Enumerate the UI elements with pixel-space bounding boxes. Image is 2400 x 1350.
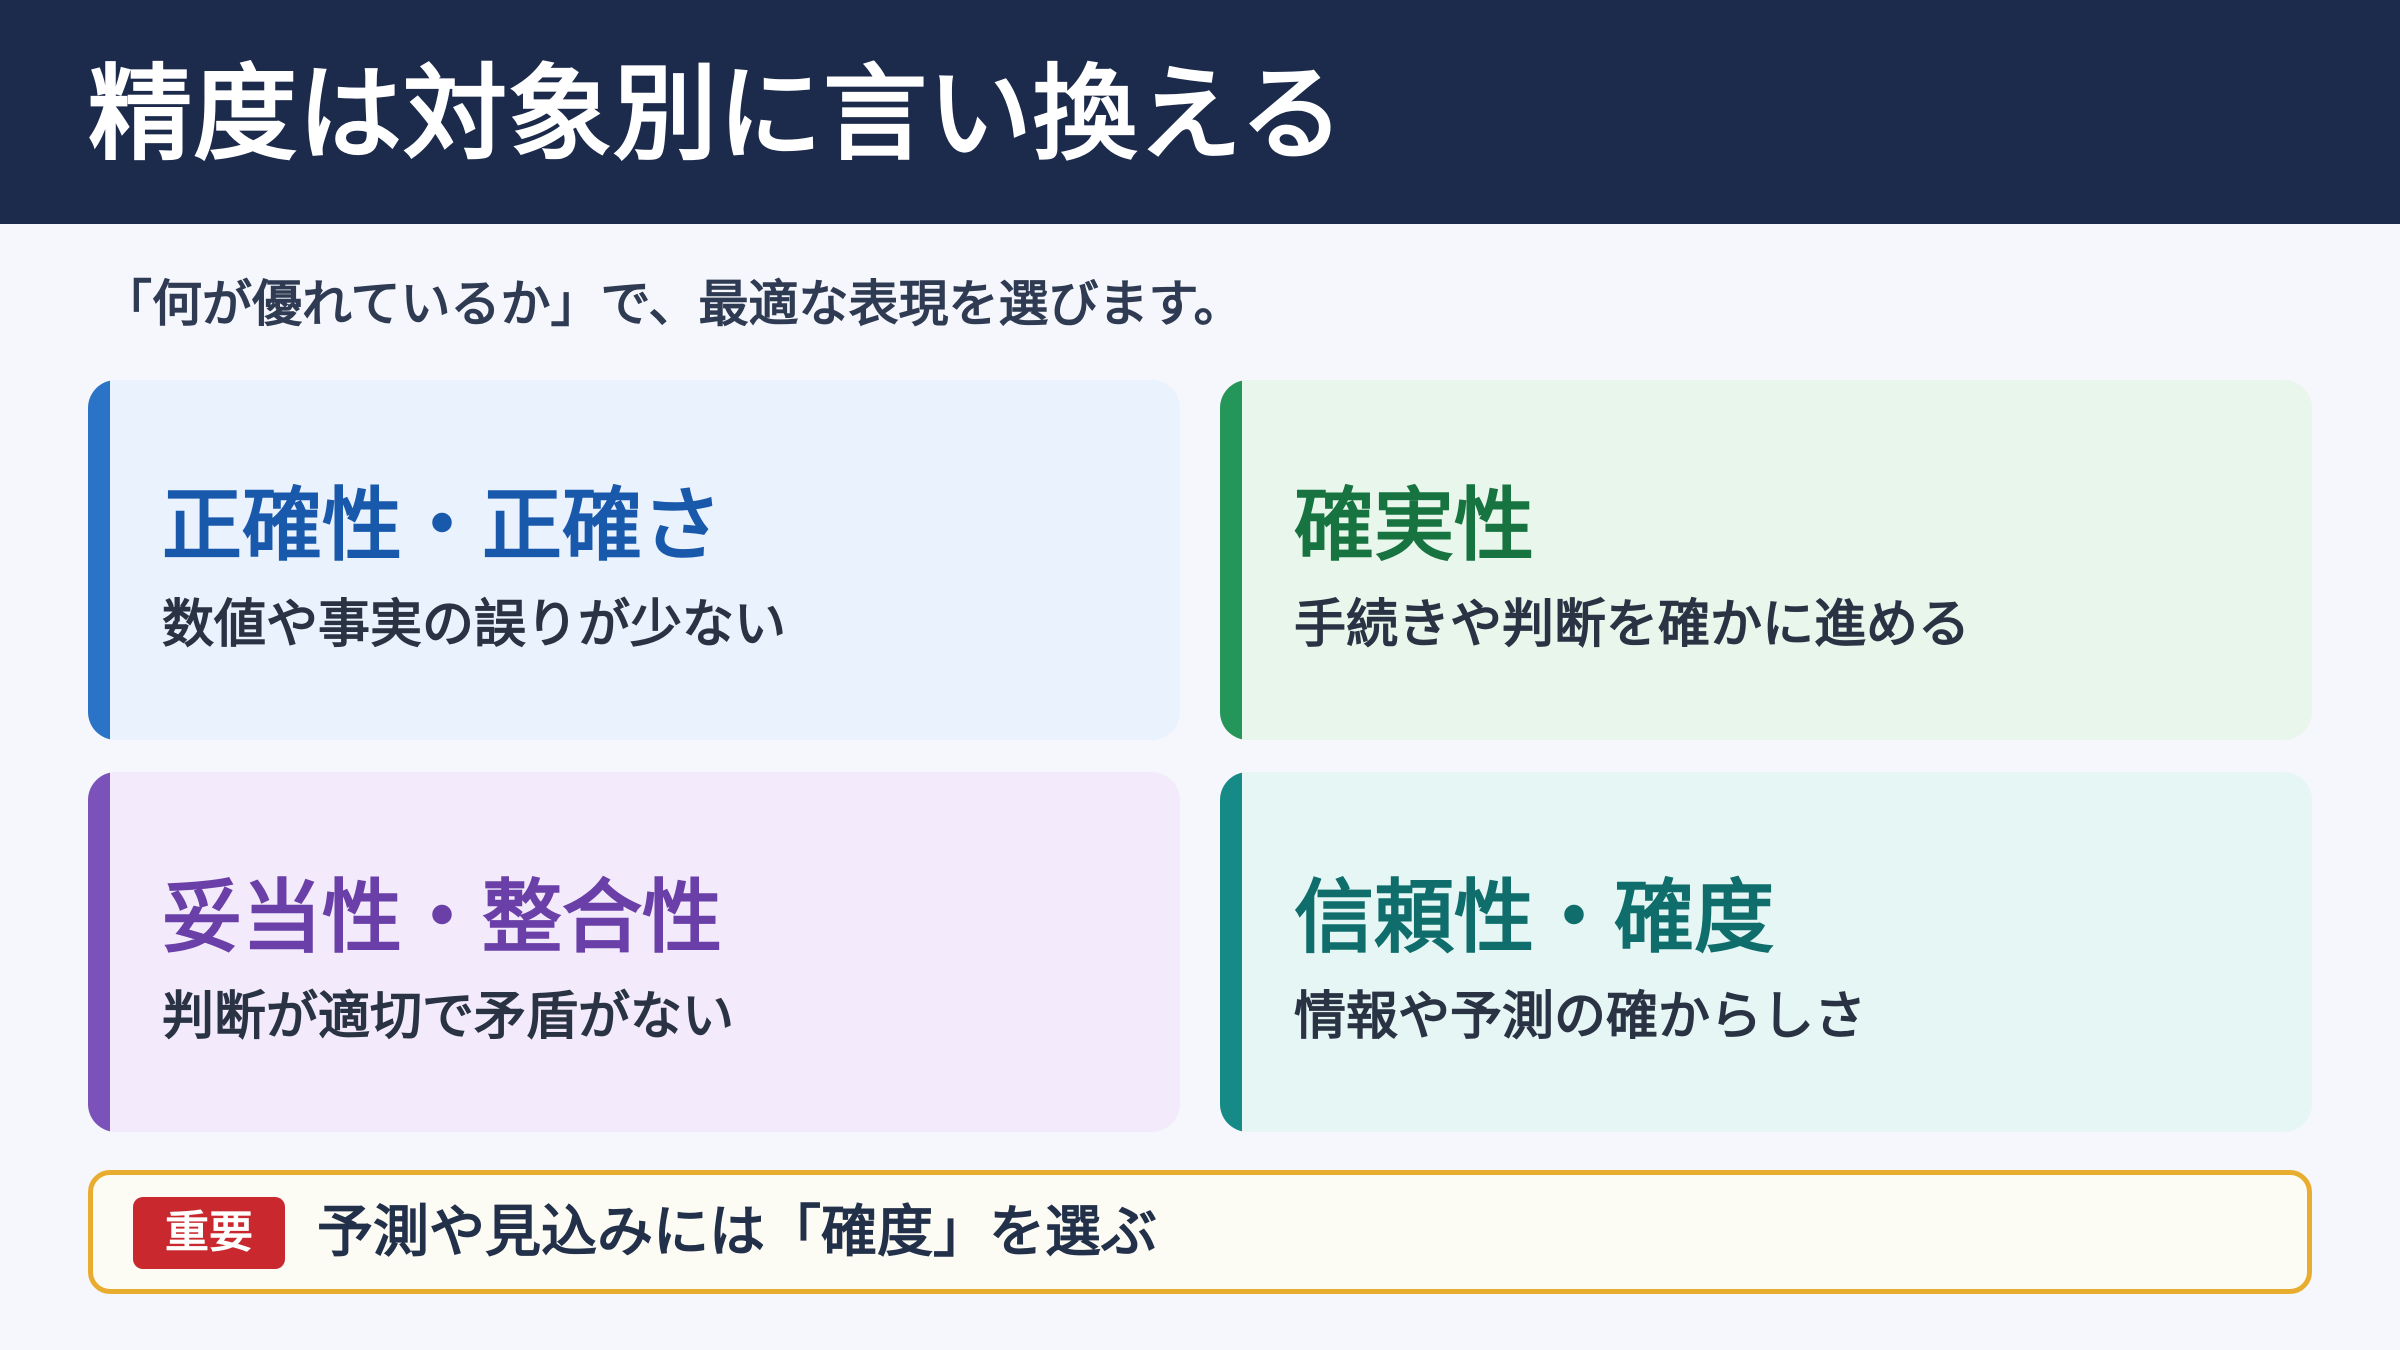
card-title: 妥当性・整合性 (162, 871, 722, 964)
card-certainty: 確実性 手続きや判断を確かに進める (1220, 380, 2312, 740)
notice-text: 予測や見込みには「確度」を選ぶ (317, 1200, 1157, 1265)
card-title: 確実性 (1294, 479, 1534, 572)
header-bar: 精度は対象別に言い換える (0, 0, 2400, 224)
important-badge: 重要 (133, 1197, 285, 1269)
card-description: 情報や予測の確からしさ (1294, 987, 1867, 1047)
page-title: 精度は対象別に言い換える (88, 53, 1345, 175)
important-notice: 重要 予測や見込みには「確度」を選ぶ (88, 1170, 2312, 1294)
page-subtitle: 「何が優れているか」で、最適な表現を選びます。 (102, 275, 1244, 333)
card-title: 正確性・正確さ (162, 479, 722, 572)
card-accuracy: 正確性・正確さ 数値や事実の誤りが少ない (88, 380, 1180, 740)
card-description: 数値や事実の誤りが少ない (162, 595, 787, 655)
card-reliability: 信頼性・確度 情報や予測の確からしさ (1220, 772, 2312, 1132)
card-accent-bar (1220, 380, 1242, 740)
card-validity: 妥当性・整合性 判断が適切で矛盾がない (88, 772, 1180, 1132)
card-accent-bar (1220, 772, 1242, 1132)
card-accent-bar (88, 380, 110, 740)
card-description: 手続きや判断を確かに進める (1294, 595, 1971, 655)
card-accent-bar (88, 772, 110, 1132)
card-title: 信頼性・確度 (1294, 871, 1774, 964)
card-description: 判断が適切で矛盾がない (162, 987, 735, 1047)
